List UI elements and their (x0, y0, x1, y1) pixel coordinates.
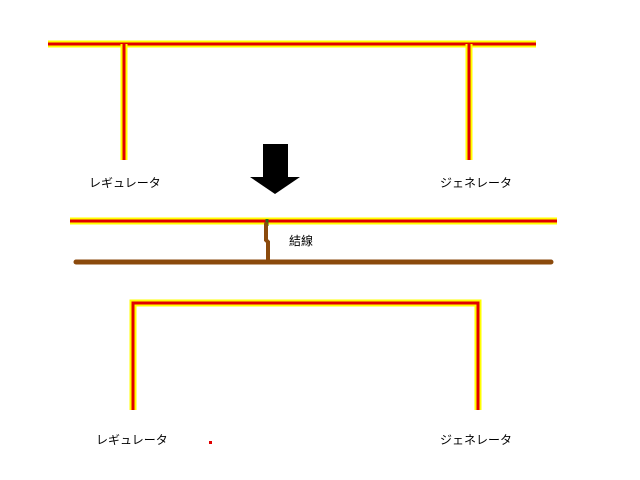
top-generator-label: ジェネレータ (440, 176, 512, 190)
top-regulator-label: レギュレータ (89, 176, 161, 190)
tie-wire-vertical (264, 222, 270, 264)
bottom-wire-inner (131, 301, 480, 410)
red-dot (209, 441, 212, 444)
middle-wiring (70, 217, 557, 265)
bottom-wiring (129, 299, 482, 410)
top-wiring (48, 40, 536, 160)
bottom-regulator-label: レギュレータ (96, 433, 168, 447)
bottom-wire-outer (129, 299, 482, 410)
tie-wire-label: 結線 (289, 233, 313, 248)
down-arrow-icon (250, 144, 300, 194)
bottom-generator-label: ジェネレータ (440, 433, 512, 447)
